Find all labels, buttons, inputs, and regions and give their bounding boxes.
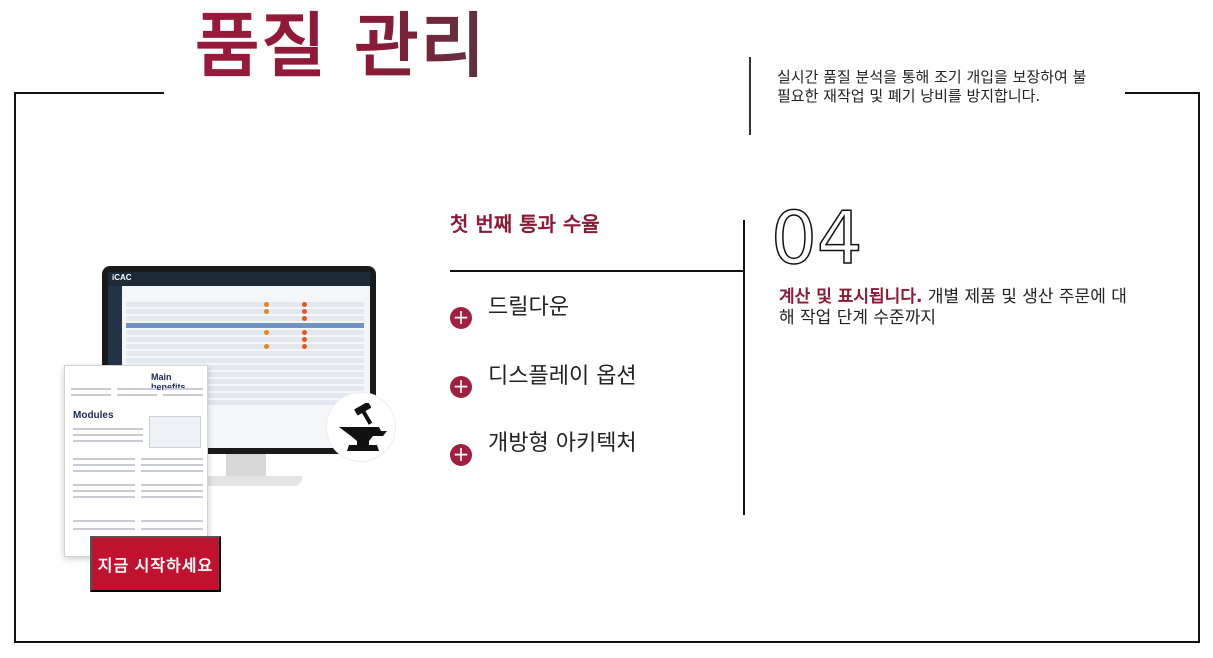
monitor-illustration: iCAC — [102, 266, 376, 454]
table-row — [126, 344, 364, 349]
anvil-hammer-icon-graphic — [339, 403, 387, 451]
brochure-line — [117, 388, 157, 390]
brochure-line — [141, 490, 203, 492]
brochure-line — [71, 394, 111, 396]
brochure-line — [141, 458, 203, 460]
page-title: 품질 관리 — [195, 0, 487, 92]
frame-line-top-left — [14, 92, 164, 94]
plus-icon: + — [450, 376, 472, 398]
table-row — [126, 330, 364, 335]
table-row — [126, 309, 364, 314]
brochure-line — [163, 394, 203, 396]
status-dot — [302, 302, 308, 307]
table-row — [126, 393, 364, 398]
frame-line-right — [1198, 92, 1200, 643]
plus-icon: + — [450, 444, 472, 466]
table-row — [126, 302, 364, 307]
table-row — [126, 316, 364, 321]
brochure-line — [73, 484, 135, 486]
brochure-line — [141, 496, 203, 498]
detail-text: 계산 및 표시됩니다. 개별 제품 및 생산 주문에 대해 작업 단계 수준까지 — [779, 287, 1139, 329]
brochure-line — [141, 528, 203, 530]
table-row — [126, 337, 364, 342]
dashboard-topbar: iCAC — [108, 272, 370, 286]
brochure-section-title: Modules — [73, 410, 114, 421]
status-dot — [302, 337, 308, 342]
status-dot — [264, 330, 270, 335]
table-row — [126, 358, 364, 363]
start-now-button[interactable]: 지금 시작하세요 — [90, 536, 221, 592]
brochure-line — [163, 388, 203, 390]
table-row — [126, 351, 364, 356]
section-title: 첫 번째 통과 수율 — [450, 212, 600, 236]
dashboard-logo: iCAC — [112, 273, 132, 282]
accordion-item-label: 드릴다운 — [488, 295, 569, 320]
brochure-heading: Main benefits — [151, 372, 186, 392]
status-dot — [302, 344, 308, 349]
brochure-line — [73, 428, 143, 430]
monitor-base — [192, 476, 302, 486]
brochure-line — [141, 470, 203, 472]
brochure-illustration: Main benefits Modules — [64, 365, 208, 557]
brochure-line — [73, 520, 135, 522]
brochure-line — [73, 440, 143, 442]
table-row — [126, 372, 364, 377]
brochure-line — [117, 394, 157, 396]
status-dot — [302, 309, 308, 314]
accordion-item-label: 개방형 아키텍처 — [488, 431, 637, 456]
table-row — [126, 386, 364, 391]
status-dot — [264, 302, 270, 307]
section-divider — [450, 270, 744, 272]
brochure-line — [141, 520, 203, 522]
table-row — [126, 400, 364, 405]
frame-line-bottom — [14, 641, 1200, 643]
brochure-line — [73, 458, 135, 460]
monitor-stand — [226, 454, 266, 478]
accordion-item-label: 디스플레이 옵션 — [488, 364, 637, 389]
step-number: 04 — [770, 195, 863, 281]
brochure-line — [71, 388, 111, 390]
brochure-line — [73, 528, 135, 530]
intro-divider — [749, 57, 751, 135]
status-dot — [264, 309, 270, 314]
detail-body: 개별 제품 및 생산 주문에 대해 작업 단계 수준까지 — [779, 287, 1127, 328]
frame-line-left — [14, 92, 16, 643]
frame-line-top-right — [1125, 92, 1200, 94]
brochure-line — [73, 434, 143, 436]
table-row — [126, 379, 364, 384]
brochure-line — [73, 470, 135, 472]
anvil-hammer-icon — [327, 393, 395, 461]
status-dot — [264, 344, 270, 349]
dashboard-table — [126, 302, 364, 407]
table-row — [126, 365, 364, 370]
brochure-thumbnail — [149, 416, 201, 448]
intro-text: 실시간 품질 분석을 통해 조기 개입을 보장하여 불필요한 재작업 및 폐기 … — [777, 68, 1087, 105]
brochure-line — [73, 496, 135, 498]
brochure-line — [73, 490, 135, 492]
brochure-line — [141, 464, 203, 466]
brochure-line — [73, 464, 135, 466]
status-dot — [302, 330, 308, 335]
dashboard-screen: iCAC — [108, 272, 370, 448]
status-dot — [302, 316, 308, 321]
plus-icon: + — [450, 307, 472, 329]
table-row-selected — [126, 323, 364, 328]
column-divider — [743, 220, 745, 515]
brochure-line — [141, 484, 203, 486]
detail-lead: 계산 및 표시됩니다. — [779, 287, 923, 307]
